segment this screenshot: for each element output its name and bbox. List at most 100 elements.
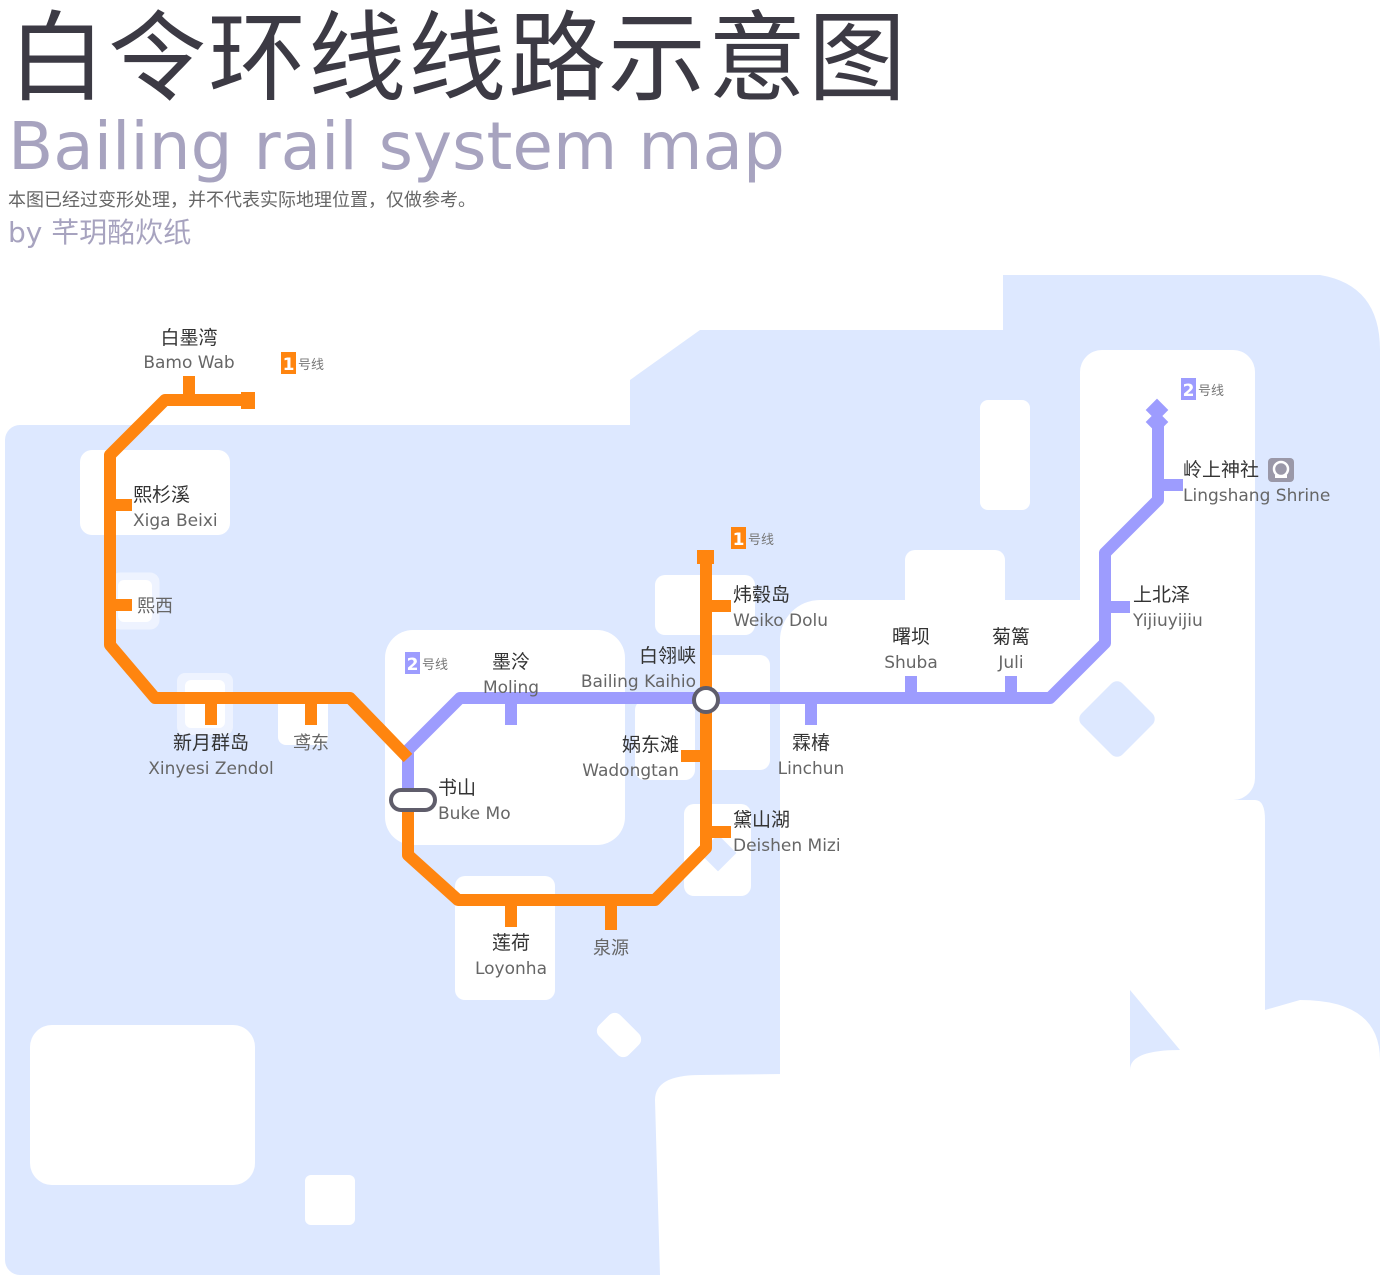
station-xixi[interactable]: 熙西	[137, 596, 173, 617]
station-name-en: Loyonha	[475, 959, 547, 979]
shrine-icon	[1268, 458, 1294, 482]
line-badge-number: 2	[407, 655, 419, 675]
line-badge-number: 1	[283, 355, 295, 375]
station-name-en: Weiko Dolu	[733, 611, 828, 631]
line-badge-box	[1181, 378, 1196, 400]
line-badge-box	[731, 527, 746, 549]
station-xinyesi[interactable]: 新月群岛 Xinyesi Zendol	[148, 732, 273, 779]
line-badge-box	[405, 652, 420, 674]
tick-xixi	[110, 599, 132, 611]
map-author: by 芊玥酩炊纸	[8, 216, 192, 249]
tick-linchun	[805, 698, 817, 725]
island-xiga	[80, 450, 230, 535]
station-linchun[interactable]: 霖椿 Linchun	[778, 732, 845, 779]
island-north-small	[980, 400, 1030, 510]
station-name-en: Xiga Beixi	[133, 511, 218, 531]
station-quanyuan[interactable]: 泉源	[593, 938, 629, 959]
station-lingshang[interactable]: 岭上神社 Lingshang Shrine	[1183, 459, 1330, 506]
tick-xinyesi	[205, 698, 217, 725]
station-name-zh: 白墨湾	[160, 327, 217, 349]
tick-weiko-dolu	[706, 600, 731, 612]
station-name-zh: 娲东滩	[622, 734, 679, 756]
line-badge-1-east[interactable]: 1 号线	[731, 527, 774, 550]
station-name-en: Buke Mo	[438, 804, 511, 824]
island-southwest	[30, 1025, 255, 1185]
station-name-zh: 墨泠	[492, 651, 530, 673]
station-name-en: Moling	[483, 678, 539, 698]
line-2-terminus-lower	[1145, 410, 1169, 434]
island-xixi-inner	[118, 580, 152, 622]
map-disclaimer: 本图已经过变形处理，并不代表实际地理位置，仅做参考。	[8, 190, 476, 211]
tick-xiga-beixi	[110, 499, 132, 511]
station-name-zh: 鸢东	[293, 733, 329, 754]
station-name-en: Wadongtan	[582, 761, 679, 781]
island-moling	[385, 630, 625, 845]
tick-bamo-wab	[183, 376, 195, 400]
line-1[interactable]	[104, 376, 731, 930]
tick-loyonha	[505, 900, 517, 927]
tick-yuandong	[305, 698, 317, 725]
tick-wadongtan	[681, 750, 706, 762]
line-badge-2-east[interactable]: 2 号线	[1181, 378, 1224, 401]
station-bailing-kaihio[interactable]: 白翎峡 Bailing Kaihio	[581, 645, 696, 692]
station-weiko-dolu[interactable]: 炜毂岛 Weiko Dolu	[733, 584, 828, 631]
landmass-east	[780, 600, 1130, 1160]
line-badge-number: 1	[733, 530, 745, 550]
interchange-icon[interactable]	[389, 788, 437, 812]
interchange-icon[interactable]	[692, 686, 720, 714]
tick-shuba	[905, 676, 917, 698]
station-name-zh: 岭上神社	[1183, 459, 1259, 481]
station-name-en: Bamo Wab	[143, 353, 234, 373]
station-name-zh: 熙杉溪	[133, 484, 190, 506]
station-name-en: Yijiuyijiu	[1132, 611, 1203, 631]
line-badge-suffix: 号线	[298, 358, 324, 373]
line-badge-suffix: 号线	[1198, 384, 1224, 399]
station-yijiuyijiu[interactable]: 上北泽 Yijiuyijiu	[1132, 584, 1203, 631]
station-name-zh: 熙西	[137, 596, 173, 617]
island-wadong	[635, 700, 695, 780]
island-south-tiny	[596, 1012, 642, 1058]
station-xiga-beixi[interactable]: 熙杉溪 Xiga Beixi	[133, 484, 218, 531]
line-1-north-terminus	[697, 550, 714, 564]
line-2-track[interactable]	[402, 420, 1164, 830]
line-badge-number: 2	[1183, 381, 1195, 401]
station-name-zh: 菊篱	[992, 626, 1030, 648]
station-name-en: Juli	[997, 653, 1023, 673]
map-title-chinese: 白令环线线路示意图	[8, 2, 909, 116]
line-badge-1-west[interactable]: 1 号线	[281, 352, 324, 375]
landmass-east-notch	[905, 550, 1005, 630]
station-juli[interactable]: 菊篱 Juli	[992, 626, 1030, 673]
station-yuandong[interactable]: 鸢东	[293, 733, 329, 754]
line-2[interactable]	[402, 398, 1183, 830]
island-loyonha	[455, 876, 555, 1000]
line-1-east-track[interactable]	[402, 560, 712, 906]
station-deishen-mizi[interactable]: 黛山湖 Deishen Mizi	[733, 809, 841, 856]
station-buke-mo[interactable]: 书山 Buke Mo	[438, 777, 511, 824]
station-name-en: Xinyesi Zendol	[148, 759, 273, 779]
station-name-zh: 曙坝	[892, 626, 930, 648]
station-name-zh: 莲荷	[492, 932, 530, 954]
station-loyonha[interactable]: 莲荷 Loyonha	[475, 932, 547, 979]
map-title-english: Bailing rail system map	[8, 108, 785, 185]
station-bamo-wab[interactable]: 白墨湾 Bamo Wab	[143, 327, 234, 373]
island-kaihio	[700, 655, 770, 770]
station-name-zh: 霖椿	[792, 732, 830, 754]
station-name-zh: 上北泽	[1133, 584, 1190, 606]
station-name-zh: 黛山湖	[733, 809, 790, 831]
station-name-en: Bailing Kaihio	[581, 672, 696, 692]
station-name-en: Linchun	[778, 759, 845, 779]
line-2-terminus	[1145, 398, 1169, 422]
line-badge-suffix: 号线	[422, 658, 448, 673]
station-moling[interactable]: 墨泠 Moling	[483, 651, 539, 698]
station-name-zh: 新月群岛	[173, 732, 249, 754]
line-1-west-track[interactable]	[104, 394, 413, 763]
tick-moling	[505, 698, 517, 725]
station-shuba[interactable]: 曙坝 Shuba	[884, 626, 938, 673]
station-wadongtan[interactable]: 娲东滩 Wadongtan	[582, 734, 679, 781]
line-badge-2-west[interactable]: 2 号线	[405, 652, 448, 675]
station-labels[interactable]: 白墨湾 Bamo Wab 熙杉溪 Xiga Beixi 熙西 新月群岛 Xiny…	[133, 327, 1330, 979]
station-name-en: Shuba	[884, 653, 938, 673]
lake-east	[1079, 681, 1155, 757]
tick-deishen-mizi	[706, 826, 731, 838]
